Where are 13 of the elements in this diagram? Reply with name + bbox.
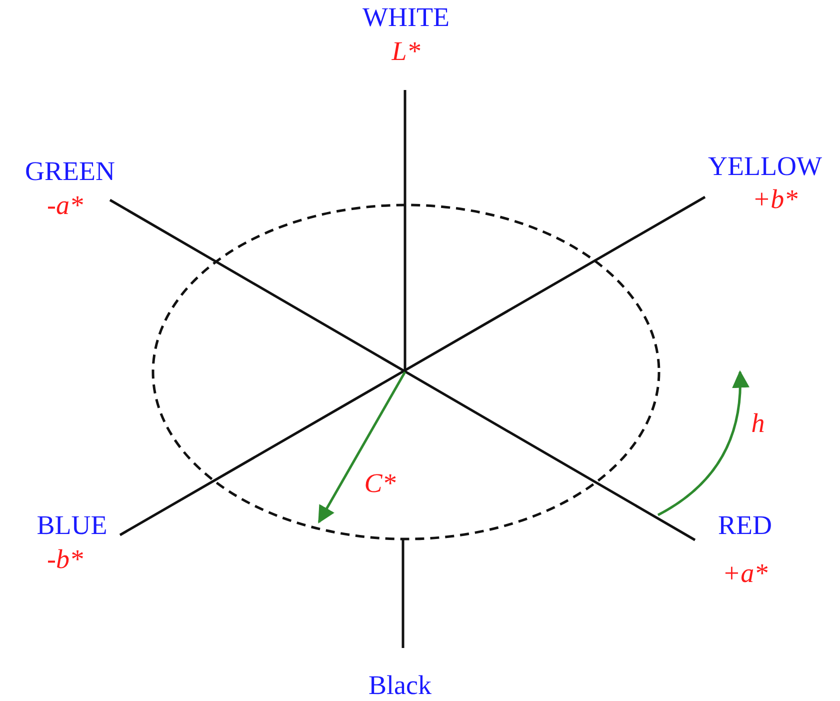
axis-label: WHITE xyxy=(362,4,450,31)
axis-label: Black xyxy=(368,672,432,699)
axis-symbol: +b* xyxy=(752,186,798,213)
axis-symbol: -b* xyxy=(47,546,83,573)
axis-symbol: -a* xyxy=(47,192,83,219)
axis-label: YELLOW xyxy=(708,153,822,180)
axis-symbol: L* xyxy=(392,38,420,65)
axis-symbol: +a* xyxy=(722,560,768,587)
axis-symbol: C* xyxy=(364,470,396,497)
axis-label: BLUE xyxy=(36,512,108,539)
axis-symbol: h xyxy=(751,410,765,437)
axis-label: GREEN xyxy=(25,158,115,185)
axis-label: RED xyxy=(718,512,772,539)
